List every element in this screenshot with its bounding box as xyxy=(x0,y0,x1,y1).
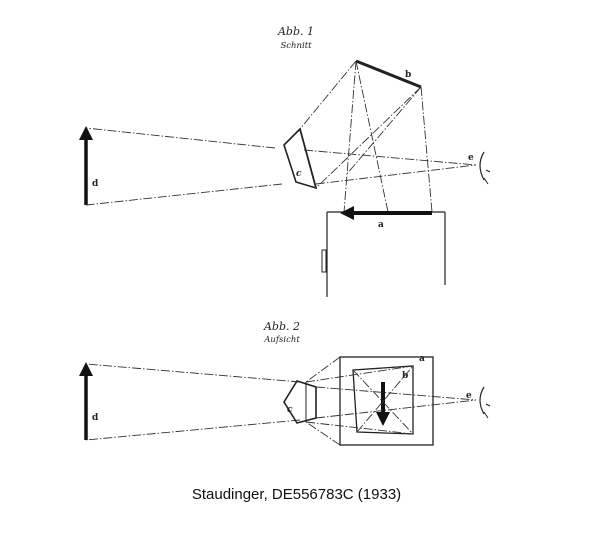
object-arrow-a-2 xyxy=(376,382,390,426)
mirror-b xyxy=(355,59,422,89)
label-b-2: b xyxy=(402,371,408,381)
frame-a xyxy=(339,356,434,446)
figure-caption: Staudinger, DE556783C (1933) xyxy=(191,486,402,503)
prism-c-2 xyxy=(283,380,317,424)
label-e: e xyxy=(468,153,474,163)
ray-lower xyxy=(85,183,283,206)
label-d: d xyxy=(92,179,99,189)
label-a: a xyxy=(378,220,384,230)
figure-1: Abb. 1 Schnitt d c b e xyxy=(79,25,491,297)
label-c-2: c xyxy=(287,405,293,415)
figure-2: Abb. 2 Aufsicht d c a b xyxy=(79,320,491,446)
ray-upper xyxy=(85,127,276,149)
figure-2-subtitle: Aufsicht xyxy=(263,335,300,345)
image-arrow-d-2 xyxy=(79,362,93,440)
figure-1-title: Abb. 1 xyxy=(277,25,314,38)
eye-e xyxy=(479,151,491,185)
label-e-2: e xyxy=(466,391,472,401)
eye-e-2 xyxy=(479,386,491,419)
prism-c xyxy=(283,127,318,190)
object-arrow-a xyxy=(340,206,432,220)
figure-1-subtitle: Schnitt xyxy=(280,41,312,51)
image-arrow-d xyxy=(79,126,93,205)
label-c: c xyxy=(296,169,302,179)
label-d-2: d xyxy=(92,413,99,423)
label-a-2: a xyxy=(419,354,425,364)
label-b: b xyxy=(405,70,411,80)
figure-2-title: Abb. 2 xyxy=(263,320,300,333)
